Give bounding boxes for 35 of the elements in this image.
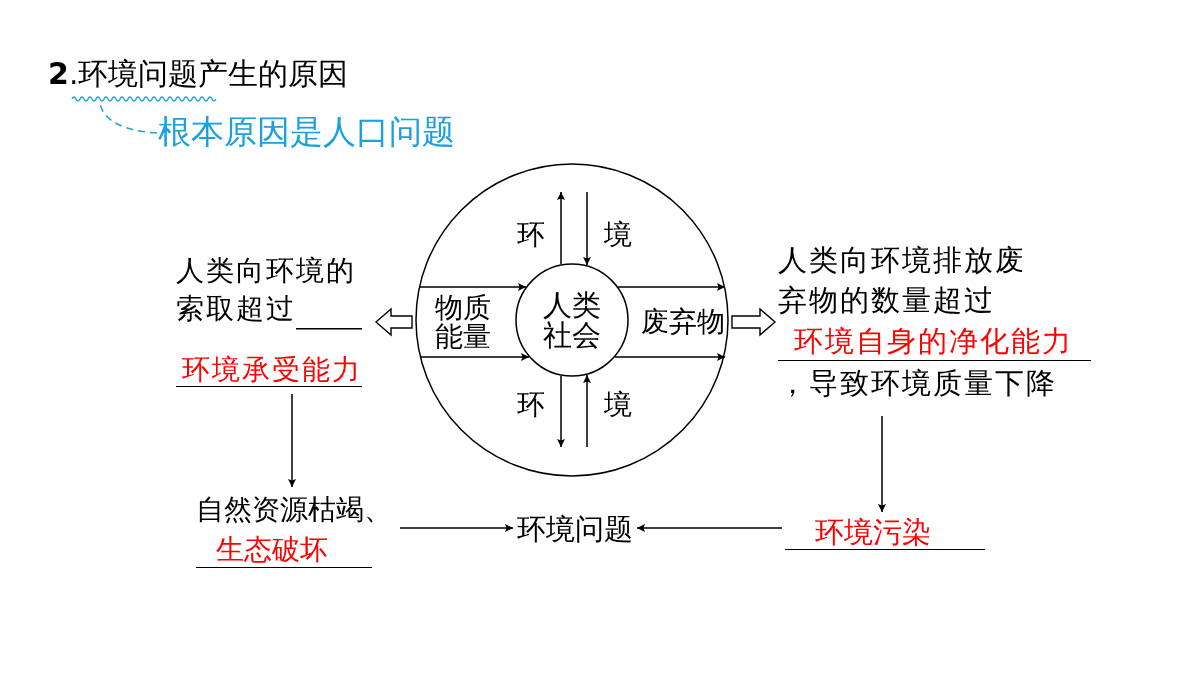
outer-circle bbox=[415, 163, 729, 477]
text-label: 废弃物 bbox=[640, 307, 726, 337]
arrow bbox=[288, 393, 296, 488]
arrow bbox=[557, 191, 565, 265]
hollow-arrow bbox=[374, 307, 413, 337]
wavy-underline bbox=[72, 94, 216, 104]
text-label: 人类社会 bbox=[542, 289, 602, 351]
inner-circle bbox=[515, 263, 629, 377]
arrow bbox=[583, 374, 591, 448]
text-label: 环 bbox=[516, 220, 546, 250]
answer-fill-in-line: 环境污染 bbox=[785, 515, 985, 550]
statement-text: 人类向环境的索取超过 bbox=[176, 253, 357, 327]
arrow bbox=[617, 283, 726, 291]
arrow bbox=[878, 415, 886, 513]
text-label: 境 bbox=[603, 390, 633, 420]
leader-line bbox=[99, 103, 158, 134]
arrow bbox=[614, 353, 726, 361]
answer-fill-in-line: 生态破坏 bbox=[196, 533, 372, 568]
node-label: 环境问题 bbox=[517, 512, 633, 546]
hollow-arrow bbox=[731, 307, 777, 337]
statement-text: 人类向环境排放废弃物的数量超过 bbox=[778, 242, 1027, 319]
arrow bbox=[583, 191, 591, 266]
arrow bbox=[418, 283, 527, 291]
answer-fill-in-line: 环境自身的净化能力 bbox=[778, 322, 1091, 361]
arrow bbox=[399, 524, 514, 532]
arrow bbox=[636, 524, 783, 532]
text-label: 物质能量 bbox=[434, 292, 492, 352]
arrow bbox=[419, 353, 530, 361]
annotation-text: 根本原因是人口问题 bbox=[158, 112, 455, 152]
arrow bbox=[557, 375, 565, 448]
title: 2.环境问题产生的原因 bbox=[48, 55, 349, 93]
text-label: 环 bbox=[516, 390, 546, 420]
statement-text: 自然资源枯竭、 bbox=[196, 492, 392, 528]
statement-text: ，导致环境质量下降 bbox=[778, 365, 1057, 402]
text-label: 境 bbox=[603, 220, 633, 250]
